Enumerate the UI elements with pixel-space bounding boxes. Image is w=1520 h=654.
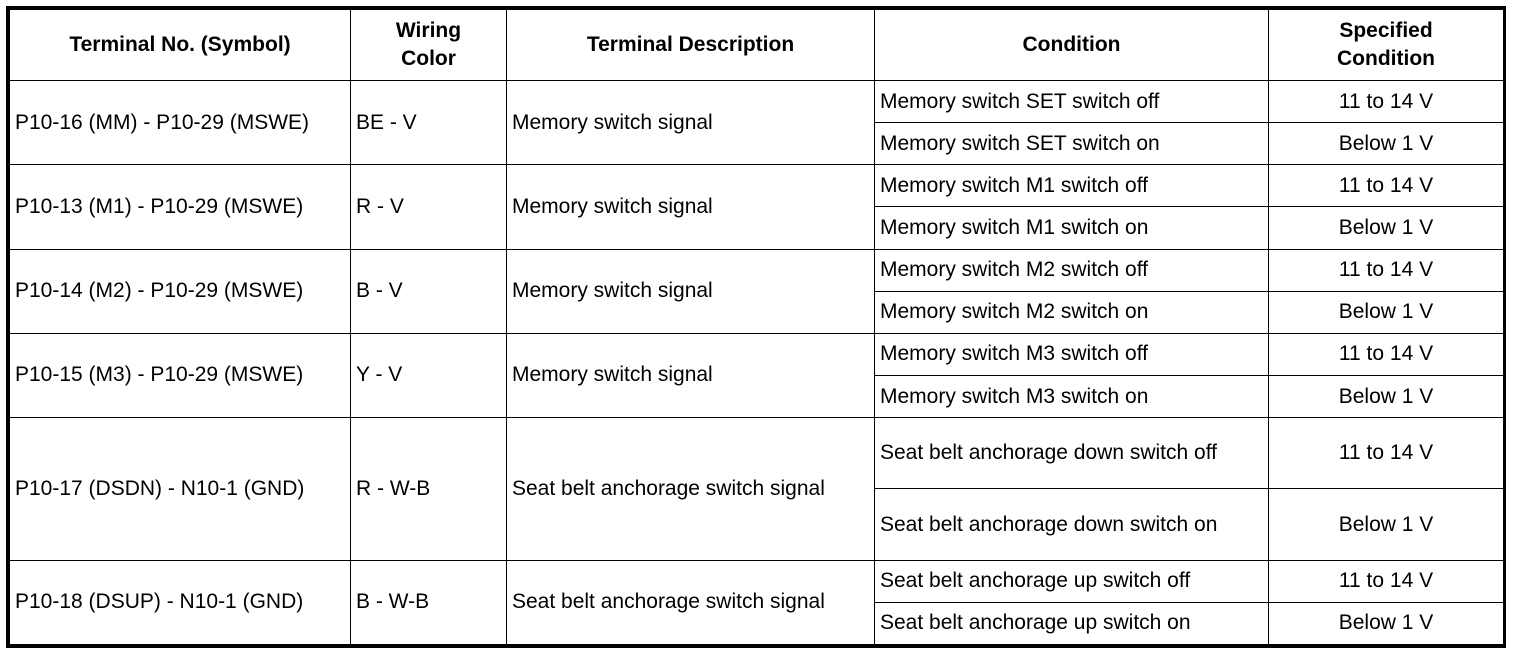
wiring-color-cell: B - W-B <box>350 559 507 646</box>
table-row: Seat belt anchorage down switch on Below… <box>10 488 1504 561</box>
wiring-color-cell: B - V <box>350 248 507 334</box>
header-specified-line1: Specified <box>1339 19 1433 42</box>
table-row: Seat belt anchorage up switch on Below 1… <box>10 601 1504 646</box>
condition-cell: Memory switch SET switch off <box>874 79 1269 124</box>
table-row: Memory switch M2 switch on Below 1 V <box>10 290 1504 334</box>
terminal-cell: P10-14 (M2) - P10-29 (MSWE) <box>9 248 351 334</box>
terminal-cell: P10-17 (DSDN) - N10-1 (GND) <box>9 417 351 561</box>
condition-cell: Seat belt anchorage down switch on <box>874 488 1269 561</box>
table-row: P10-14 (M2) - P10-29 (MSWE) B - V Memory… <box>9 248 1504 334</box>
wiring-color-cell: R - W-B <box>350 417 507 561</box>
wiring-color-cell: R - V <box>350 164 507 250</box>
condition-cell: Memory switch M3 switch off <box>874 332 1269 376</box>
specified-cell: 11 to 14 V <box>1268 79 1504 124</box>
specified-cell: 11 to 14 V <box>1268 417 1504 490</box>
table-row: Memory switch M1 switch on Below 1 V <box>10 206 1504 250</box>
specified-cell: 11 to 14 V <box>1268 164 1504 208</box>
specified-cell: 11 to 14 V <box>1268 559 1504 603</box>
header-terminal: Terminal No. (Symbol) <box>9 9 351 81</box>
condition-cell: Seat belt anchorage down switch off <box>874 417 1269 490</box>
terminal-cell: P10-18 (DSUP) - N10-1 (GND) <box>9 559 351 646</box>
description-cell: Memory switch signal <box>506 248 875 334</box>
condition-cell: Memory switch M3 switch on <box>874 374 1269 419</box>
description-cell: Memory switch signal <box>506 332 875 419</box>
wiring-color-cell: Y - V <box>350 332 507 419</box>
condition-cell: Memory switch M2 switch off <box>874 248 1269 292</box>
header-wiring-line2: Color <box>401 47 456 70</box>
table-row: Memory switch M3 switch on Below 1 V <box>10 374 1504 419</box>
condition-cell: Memory switch M1 switch on <box>874 206 1269 250</box>
description-cell: Memory switch signal <box>506 164 875 250</box>
specified-cell: Below 1 V <box>1268 206 1504 250</box>
specified-cell: Below 1 V <box>1268 601 1504 646</box>
condition-cell: Memory switch M1 switch off <box>874 164 1269 208</box>
header-description: Terminal Description <box>506 9 875 81</box>
condition-cell: Memory switch M2 switch on <box>874 290 1269 334</box>
description-cell: Seat belt anchorage switch signal <box>506 559 875 646</box>
specified-cell: Below 1 V <box>1268 290 1504 334</box>
table-row: P10-18 (DSUP) - N10-1 (GND) B - W-B Seat… <box>9 559 1504 646</box>
description-cell: Memory switch signal <box>506 79 875 166</box>
condition-cell: Seat belt anchorage up switch off <box>874 559 1269 603</box>
terminal-cell: P10-15 (M3) - P10-29 (MSWE) <box>9 332 351 419</box>
table-row: Memory switch SET switch on Below 1 V <box>10 122 1504 166</box>
wiring-color-cell: BE - V <box>350 79 507 166</box>
terminal-cell: P10-13 (M1) - P10-29 (MSWE) <box>9 164 351 250</box>
table-row: P10-17 (DSDN) - N10-1 (GND) R - W-B Seat… <box>9 417 1504 561</box>
specified-cell: Below 1 V <box>1268 122 1504 166</box>
table-row: P10-16 (MM) - P10-29 (MSWE) BE - V Memor… <box>9 79 1504 166</box>
header-specified-line2: Condition <box>1337 47 1435 70</box>
condition-cell: Seat belt anchorage up switch on <box>874 601 1269 646</box>
condition-cell: Memory switch SET switch on <box>874 122 1269 166</box>
specified-cell: Below 1 V <box>1268 374 1504 419</box>
specified-cell: 11 to 14 V <box>1268 248 1504 292</box>
description-cell: Seat belt anchorage switch signal <box>506 417 875 561</box>
specified-cell: 11 to 14 V <box>1268 332 1504 376</box>
specified-cell: Below 1 V <box>1268 488 1504 561</box>
table-row: P10-15 (M3) - P10-29 (MSWE) Y - V Memory… <box>9 332 1504 419</box>
terminal-cell: P10-16 (MM) - P10-29 (MSWE) <box>9 79 351 166</box>
table-row: P10-13 (M1) - P10-29 (MSWE) R - V Memory… <box>9 164 1504 250</box>
header-wiring-line1: Wiring <box>395 19 462 42</box>
header-condition: Condition <box>874 9 1269 81</box>
